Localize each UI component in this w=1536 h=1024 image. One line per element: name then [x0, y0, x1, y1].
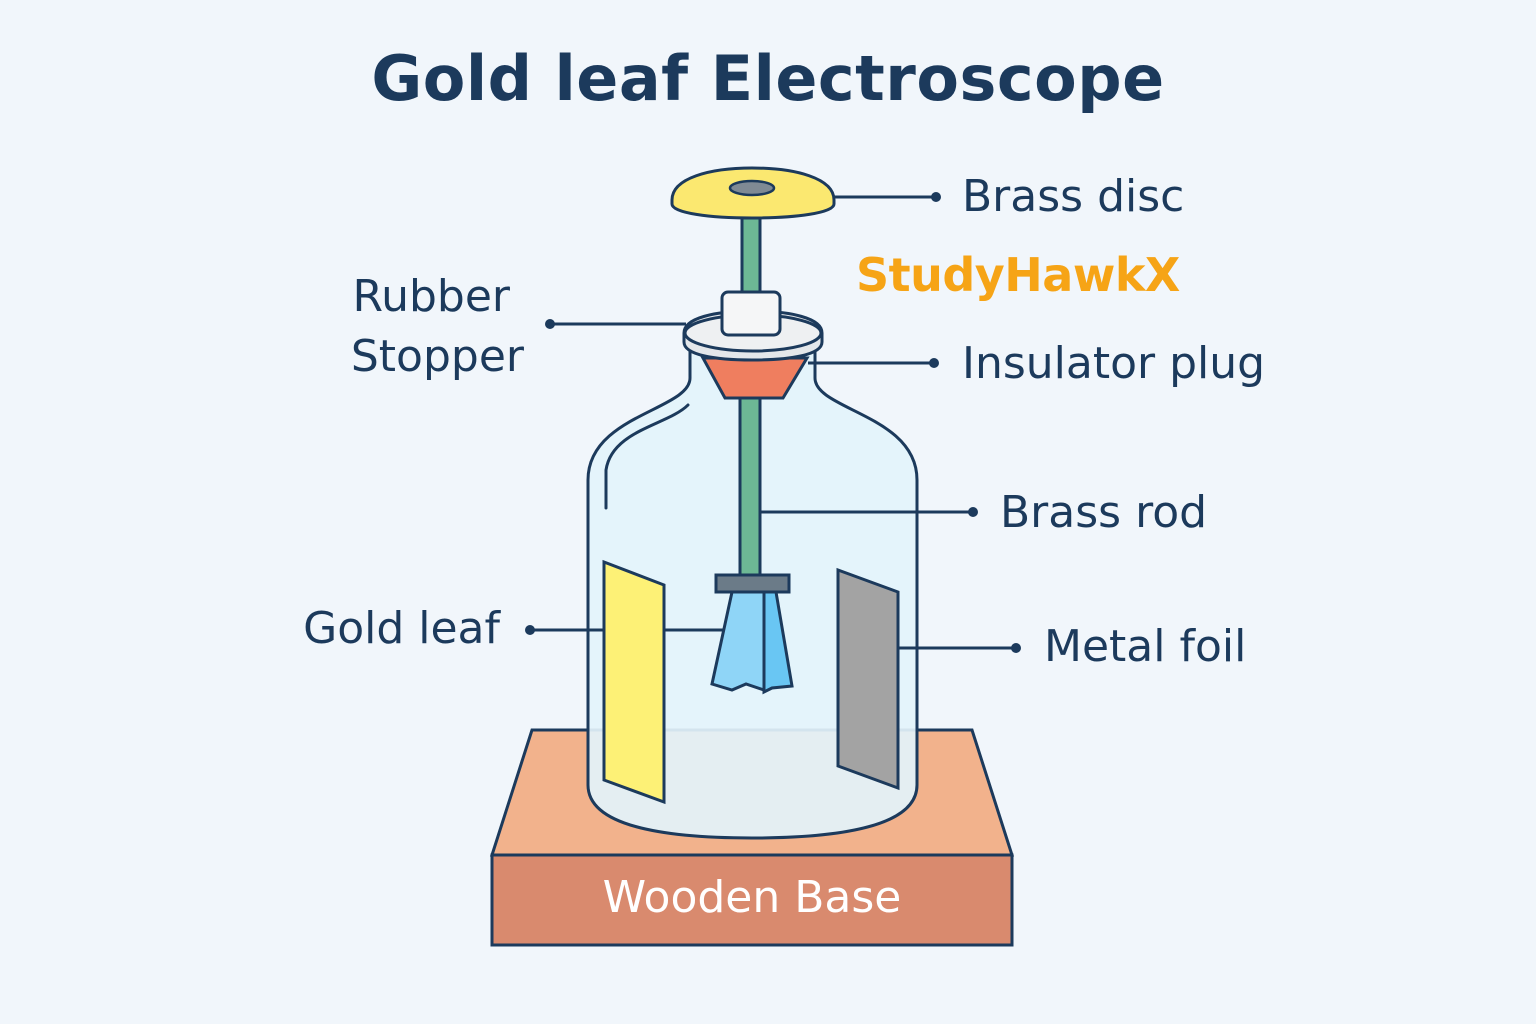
leader-lines: [525, 192, 1021, 653]
diagram-title: Gold leaf Electroscope: [371, 42, 1165, 115]
leader-dot-brass-rod: [968, 507, 978, 517]
leaf-clamp: [714, 573, 791, 594]
metal-foil-plate: [836, 567, 900, 791]
label-brass-disc: Brass disc: [962, 171, 1185, 222]
leader-dot-rubber-stopper: [545, 319, 555, 329]
base-front-face: [490, 853, 1014, 947]
leader-dot-insulator-plug: [929, 358, 939, 368]
label-wooden-base: Wooden Base: [602, 872, 902, 923]
label-gold-leaf: Gold leaf: [303, 603, 500, 654]
rubber-stopper: [682, 290, 824, 362]
label-stopper-line2: Stopper: [350, 331, 524, 382]
gold-leaf-strip: [602, 559, 666, 805]
brass-rod-lower: [738, 396, 762, 586]
leader-dot-metal-foil: [1011, 643, 1021, 653]
jar-highlight: [604, 403, 690, 510]
gold-leaves: [710, 590, 794, 695]
stopper-collar: [720, 290, 782, 337]
brass-disc: [670, 166, 836, 220]
leader-dot-gold-leaf: [525, 625, 535, 635]
brass-disc-hole: [728, 179, 776, 197]
watermark-logo: StudyHawkX: [856, 248, 1180, 302]
label-rubber-line1: Rubber: [352, 271, 510, 322]
brass-rod-upper: [740, 210, 762, 294]
leader-dot-brass-disc: [931, 192, 941, 202]
label-insulator-plug: Insulator plug: [962, 338, 1266, 389]
label-brass-rod: Brass rod: [1000, 487, 1208, 538]
label-metal-foil: Metal foil: [1044, 621, 1247, 672]
